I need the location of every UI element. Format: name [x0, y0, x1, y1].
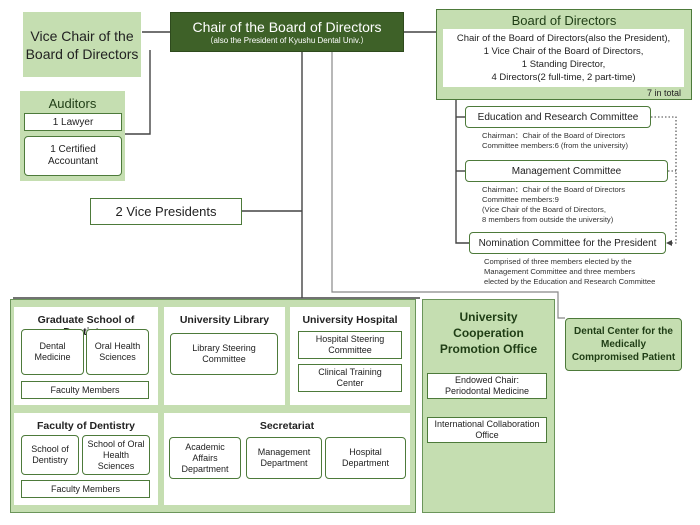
- nomination-committee: Nomination Committee for the President: [469, 232, 666, 254]
- library-title: University Library: [179, 314, 270, 326]
- graduate-faculty-members: Faculty Members: [21, 381, 149, 399]
- board-title: Board of Directors: [511, 13, 617, 28]
- school-of-dentistry-box: School of Dentistry: [21, 435, 79, 475]
- board-line: 1 Vice Chair of the Board of Directors,: [483, 46, 644, 57]
- note-line: Management Committee and three members: [484, 267, 636, 276]
- hospital-department: Hospital Department: [325, 437, 406, 479]
- faculty-of-dentistry-title: Faculty of Dentistry: [36, 420, 136, 432]
- note-line: (Vice Chair of the Board of Directors,: [482, 205, 606, 214]
- note-line: Chairman：Chair of the Board of Directors: [482, 131, 626, 140]
- chair-box: Chair of the Board of Directors （also th…: [170, 12, 404, 52]
- cooperation-office-panel: University Cooperation Promotion Office …: [422, 299, 555, 513]
- vice-chair-box: Vice Chair of the Board of Directors: [23, 12, 141, 77]
- auditors-box: Auditors 1 Lawyer 1 Certified Accountant: [20, 91, 125, 181]
- note-line: Committee members:6 (from the university…: [482, 141, 629, 150]
- auditor-accountant: 1 Certified Accountant: [24, 136, 122, 176]
- management-committee-notes: Chairman：Chair of the Board of Directors…: [482, 185, 682, 225]
- dental-medicine-box: Dental Medicine: [21, 329, 84, 375]
- note-line: elected by the Education and Research Co…: [484, 277, 656, 286]
- note-line: Committee members:9: [482, 195, 559, 204]
- cooperation-office-title: University Cooperation Promotion Office: [439, 310, 538, 356]
- secretariat-panel: Secretariat Academic Affairs Department …: [164, 413, 410, 505]
- chair-title: Chair of the Board of Directors: [192, 18, 382, 35]
- education-committee-notes: Chairman：Chair of the Board of Directors…: [482, 131, 682, 151]
- library-panel: University Library Library Steering Comm…: [164, 307, 285, 405]
- board-line: Chair of the Board of Directors(also the…: [456, 33, 671, 44]
- auditors-title: Auditors: [48, 96, 97, 111]
- dentistry-faculty-members: Faculty Members: [21, 480, 150, 498]
- faculty-of-dentistry-panel: Faculty of Dentistry School of Dentistry…: [14, 413, 158, 505]
- international-collaboration-office: International Collaboration Office: [427, 417, 547, 443]
- hospital-steering-committee: Hospital Steering Committee: [298, 331, 402, 359]
- nomination-committee-notes: Comprised of three members elected by th…: [484, 257, 684, 287]
- education-research-committee: Education and Research Committee: [465, 106, 651, 128]
- academic-affairs-department: Academic Affairs Department: [169, 437, 241, 479]
- hospital-title: University Hospital: [302, 314, 398, 326]
- board-of-directors-box: Board of Directors Chair of the Board of…: [436, 9, 692, 100]
- vice-presidents-box: 2 Vice Presidents: [90, 198, 242, 225]
- secretariat-title: Secretariat: [259, 420, 315, 432]
- endowed-chair-box: Endowed Chair: Periodontal Medicine: [427, 373, 547, 399]
- board-body: Chair of the Board of Directors(also the…: [443, 29, 684, 87]
- board-total: 7 in total: [646, 88, 681, 98]
- chair-subtitle: （also the President of Kyushu Dental Uni…: [205, 35, 369, 45]
- vice-chair-label: Vice Chair of the Board of Directors: [25, 27, 139, 62]
- management-department: Management Department: [246, 437, 322, 479]
- graduate-school-panel: Graduate School of Dentistry Dental Medi…: [14, 307, 158, 405]
- management-committee: Management Committee: [465, 160, 668, 182]
- auditor-lawyer: 1 Lawyer: [24, 113, 122, 131]
- note-line: Chairman：Chair of the Board of Directors: [482, 185, 626, 194]
- oral-health-sciences-box: Oral Health Sciences: [86, 329, 149, 375]
- clinical-training-center: Clinical Training Center: [298, 364, 402, 392]
- dental-center-box: Dental Center for the Medically Compromi…: [565, 318, 682, 371]
- board-line: 4 Directors(2 full-time, 2 part-time): [491, 72, 636, 83]
- hospital-panel: University Hospital Hospital Steering Co…: [290, 307, 410, 405]
- note-line: 8 members from outside the university): [482, 215, 614, 224]
- library-steering-committee: Library Steering Committee: [170, 333, 278, 375]
- note-line: Comprised of three members elected by th…: [484, 257, 632, 266]
- board-line: 1 Standing Director,: [521, 59, 606, 70]
- school-of-oral-health-box: School of Oral Health Sciences: [82, 435, 150, 475]
